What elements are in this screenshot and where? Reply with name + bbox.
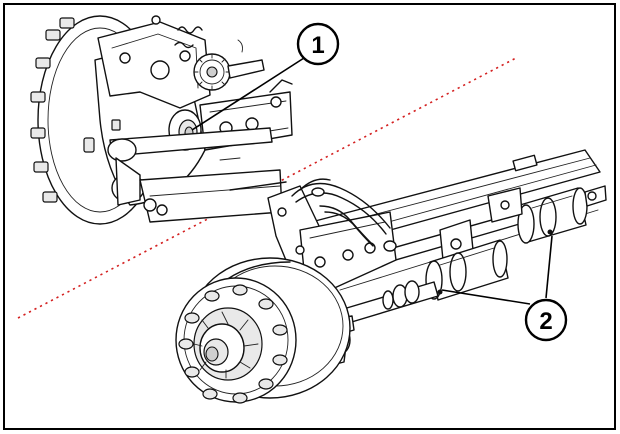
leader-line-2a — [441, 289, 531, 305]
main-view-axle — [175, 149, 607, 404]
leader-line-1 — [191, 57, 305, 131]
callout-circle-2 — [524, 298, 568, 342]
detail-view-brake — [30, 15, 293, 225]
callout-2: 2 — [441, 235, 568, 342]
callout-label-1: 1 — [311, 32, 324, 59]
wheel-studs — [178, 284, 288, 404]
frame-border — [3, 3, 616, 430]
rod-joints — [382, 280, 420, 310]
wheel-studs-detail — [30, 17, 75, 203]
leader-line-2b — [545, 235, 553, 299]
cylinder-right — [517, 185, 607, 244]
brake-drum — [175, 257, 351, 404]
callout-label-2: 2 — [539, 308, 552, 335]
callout-circle-1 — [296, 22, 340, 66]
callout-1: 1 — [191, 22, 340, 131]
